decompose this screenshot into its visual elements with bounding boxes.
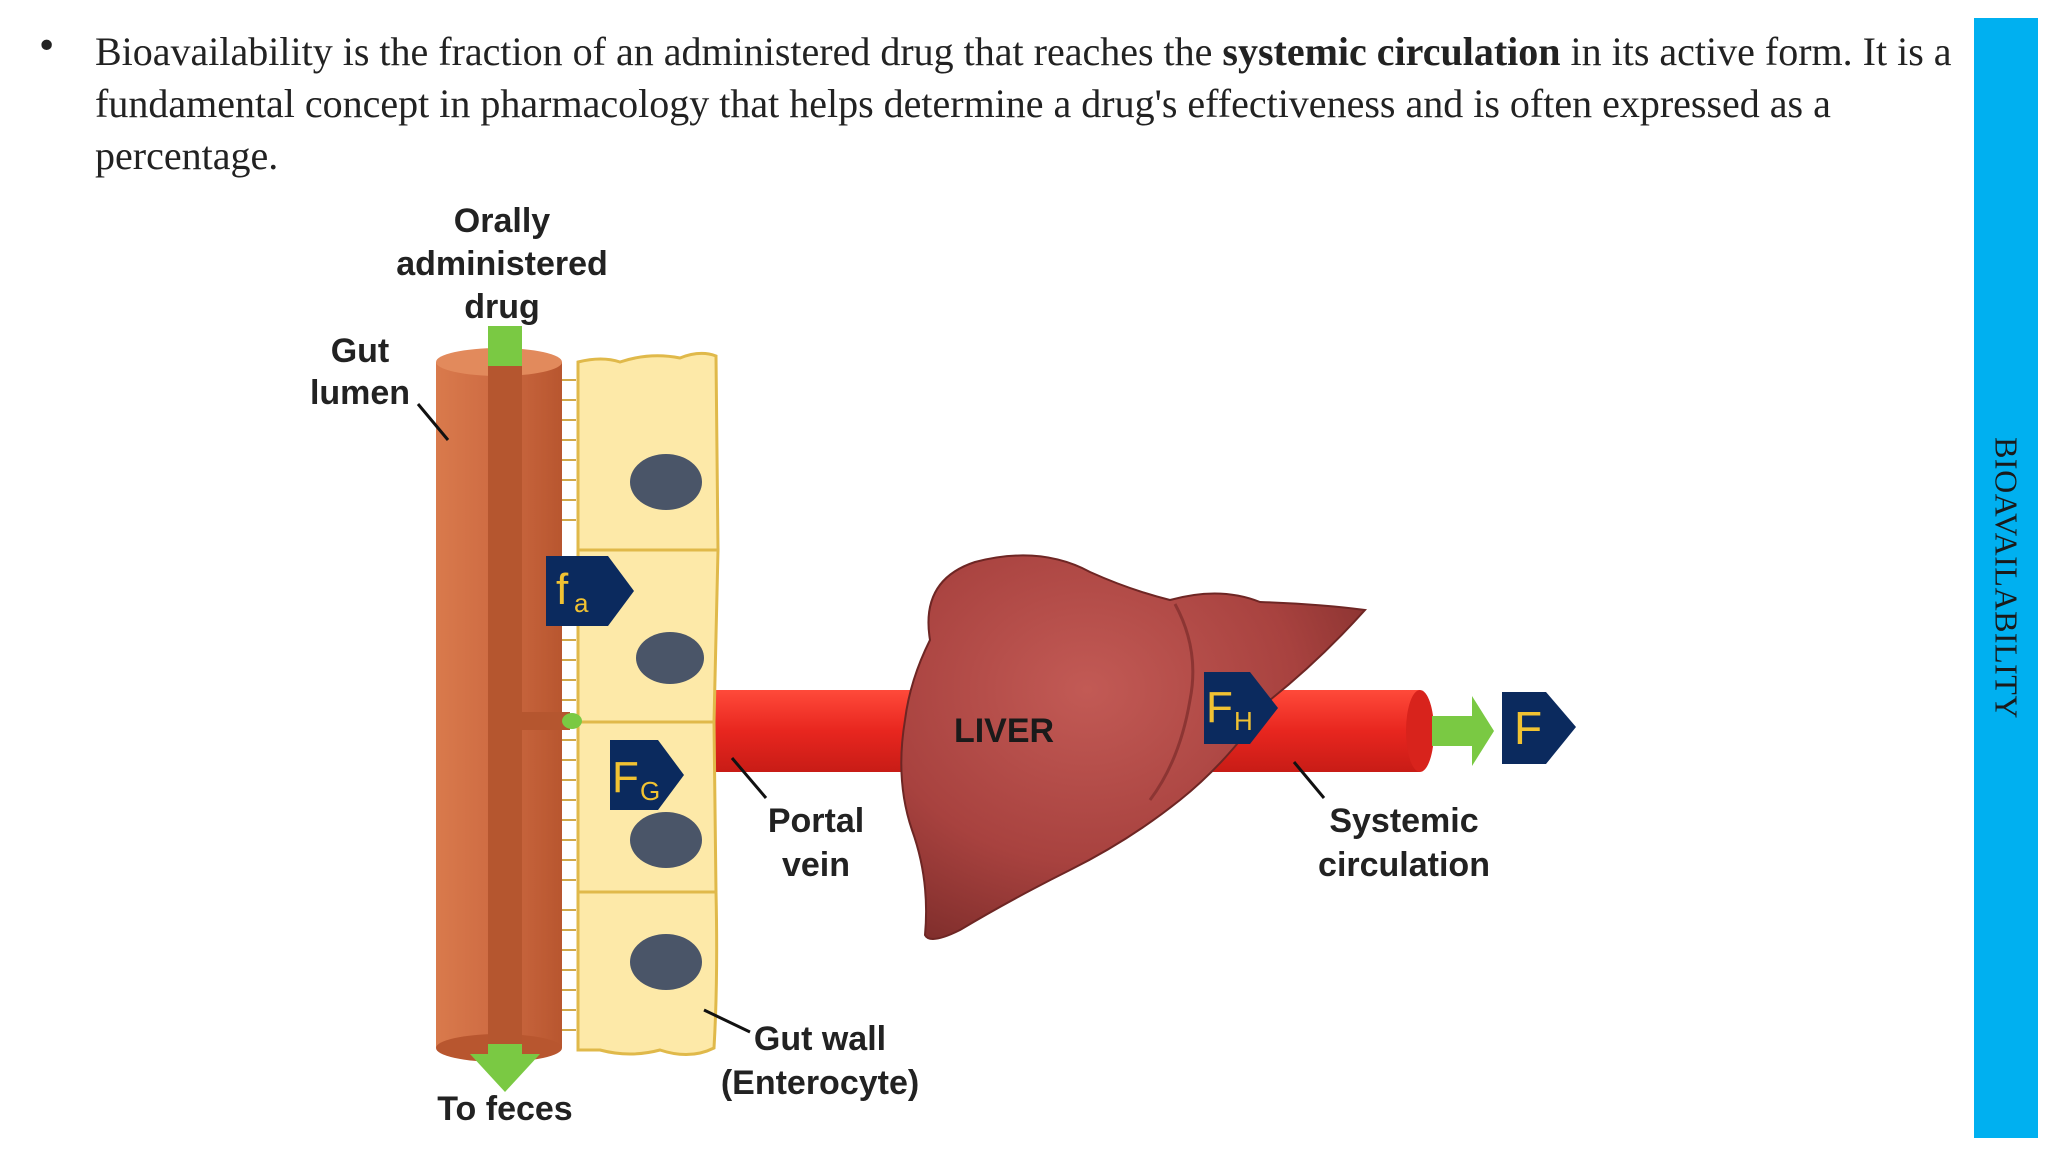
- portal-vein-leader: [730, 757, 768, 799]
- fg-subscript: G: [640, 776, 660, 806]
- fg-symbol: F: [612, 753, 639, 802]
- intro-bold-term: systemic circulation: [1222, 29, 1561, 74]
- gut-lumen-tube: [436, 348, 582, 1062]
- intro-paragraph: Bioavailability is the fraction of an ad…: [95, 26, 1955, 182]
- label-portal-2: vein: [782, 846, 850, 884]
- gut-lumen-leader: [416, 403, 450, 441]
- badge-fa: f a: [546, 556, 634, 626]
- intro-text-end: in its active form. It is a fundamental …: [95, 29, 1952, 178]
- systemic-leader: [1292, 761, 1326, 799]
- liver-organ: [900, 554, 1368, 940]
- oral-intake-arrow: [488, 326, 522, 366]
- gut-wall-leader: [703, 1008, 751, 1034]
- badge-f: F: [1502, 692, 1576, 764]
- label-orally-1: Orally: [454, 202, 550, 240]
- label-liver: LIVER: [954, 712, 1054, 750]
- fh-subscript: H: [1234, 706, 1253, 736]
- label-orally-2: administered: [396, 245, 608, 283]
- label-gut-wall-2: (Enterocyte): [721, 1064, 919, 1102]
- portal-vein: [710, 690, 910, 772]
- bullet-marker: •: [36, 26, 58, 67]
- badge-fh: F H: [1204, 672, 1278, 744]
- intro-text-start: Bioavailability is the fraction of an ad…: [95, 29, 1223, 74]
- label-to-feces: To feces: [437, 1090, 572, 1128]
- badge-fg: F G: [610, 740, 684, 810]
- label-systemic-2: circulation: [1318, 846, 1490, 884]
- label-portal-1: Portal: [768, 802, 864, 840]
- label-orally-3: drug: [464, 288, 540, 326]
- systemic-green-arrow: [1432, 696, 1494, 766]
- label-systemic-1: Systemic: [1329, 802, 1478, 840]
- fa-symbol: f: [556, 565, 569, 614]
- sidebar-title: BIOAVAILABILITY: [1988, 437, 2025, 719]
- to-feces-arrow: [470, 1044, 540, 1092]
- label-gut-wall-1: Gut wall: [754, 1020, 886, 1058]
- label-gut-lumen-1: Gut: [331, 332, 390, 370]
- systemic-vein-end: [1406, 690, 1434, 772]
- f-symbol: F: [1514, 702, 1542, 754]
- fa-subscript: a: [574, 588, 589, 618]
- bioavailability-diagram: f a F G F H F Orally administered drug G…: [310, 202, 1576, 1128]
- liver-lobe-shade: [1148, 603, 1195, 801]
- enterocyte-nuclei: [630, 454, 704, 990]
- fh-symbol: F: [1206, 683, 1233, 732]
- label-gut-lumen-2: lumen: [310, 374, 410, 412]
- sidebar-band: BIOAVAILABILITY: [1974, 18, 2038, 1138]
